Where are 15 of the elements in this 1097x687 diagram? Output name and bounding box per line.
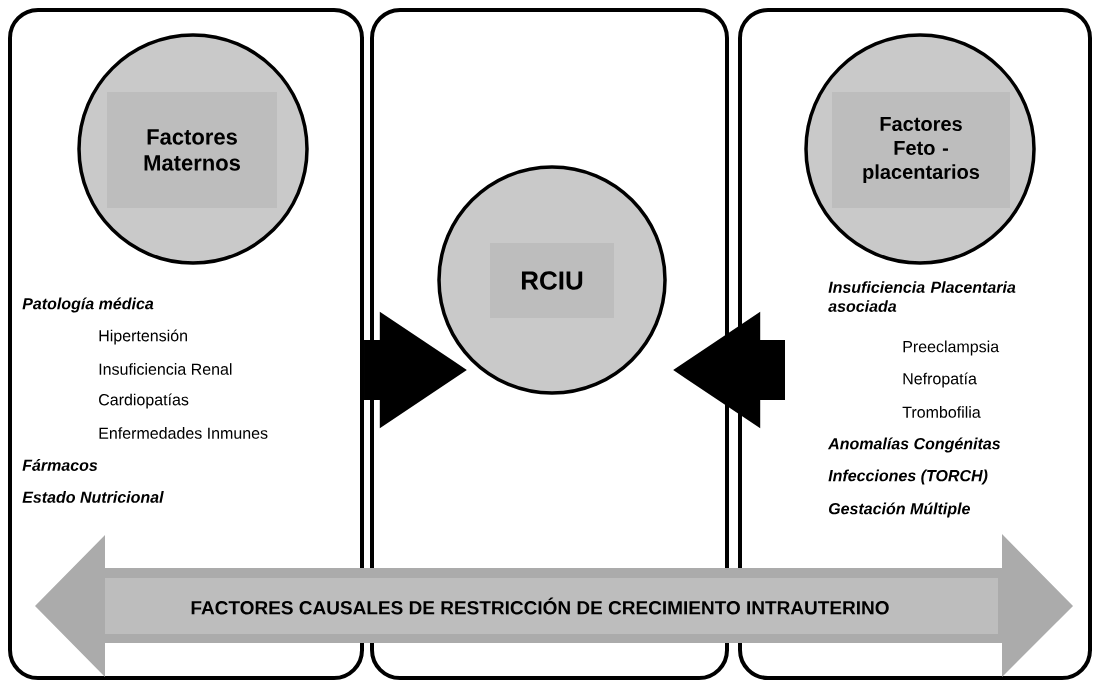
list-heading: Fármacos: [22, 459, 98, 471]
list-item: Trombofilia: [902, 406, 981, 418]
list-item: Nefropatía: [903, 372, 977, 388]
list-heading: Insuficiencia Placentaria asociada: [828, 281, 1016, 312]
list-item: Insuficiencia Renal: [99, 363, 232, 375]
list-heading: Anomalías Congénitas: [827, 437, 1001, 453]
list-heading: Infecciones (TORCH): [828, 469, 988, 485]
list-item: Cardiopatías: [99, 393, 189, 409]
list-heading: Gestación Múltiple: [829, 502, 970, 518]
double-arrow-banner: FACTORES CAUSALES DE RESTRICCIÓN DE CRECIMIENTO INTRAUTERINO: [35, 534, 1073, 677]
list-item: Preeclampsia: [903, 340, 1000, 356]
list-item: Enfermedades Inmunes: [99, 427, 268, 439]
list-heading: Estado Nutricional: [22, 491, 164, 503]
list-heading: Patología médica: [22, 297, 154, 313]
list-item: Hipertensión: [99, 329, 187, 345]
